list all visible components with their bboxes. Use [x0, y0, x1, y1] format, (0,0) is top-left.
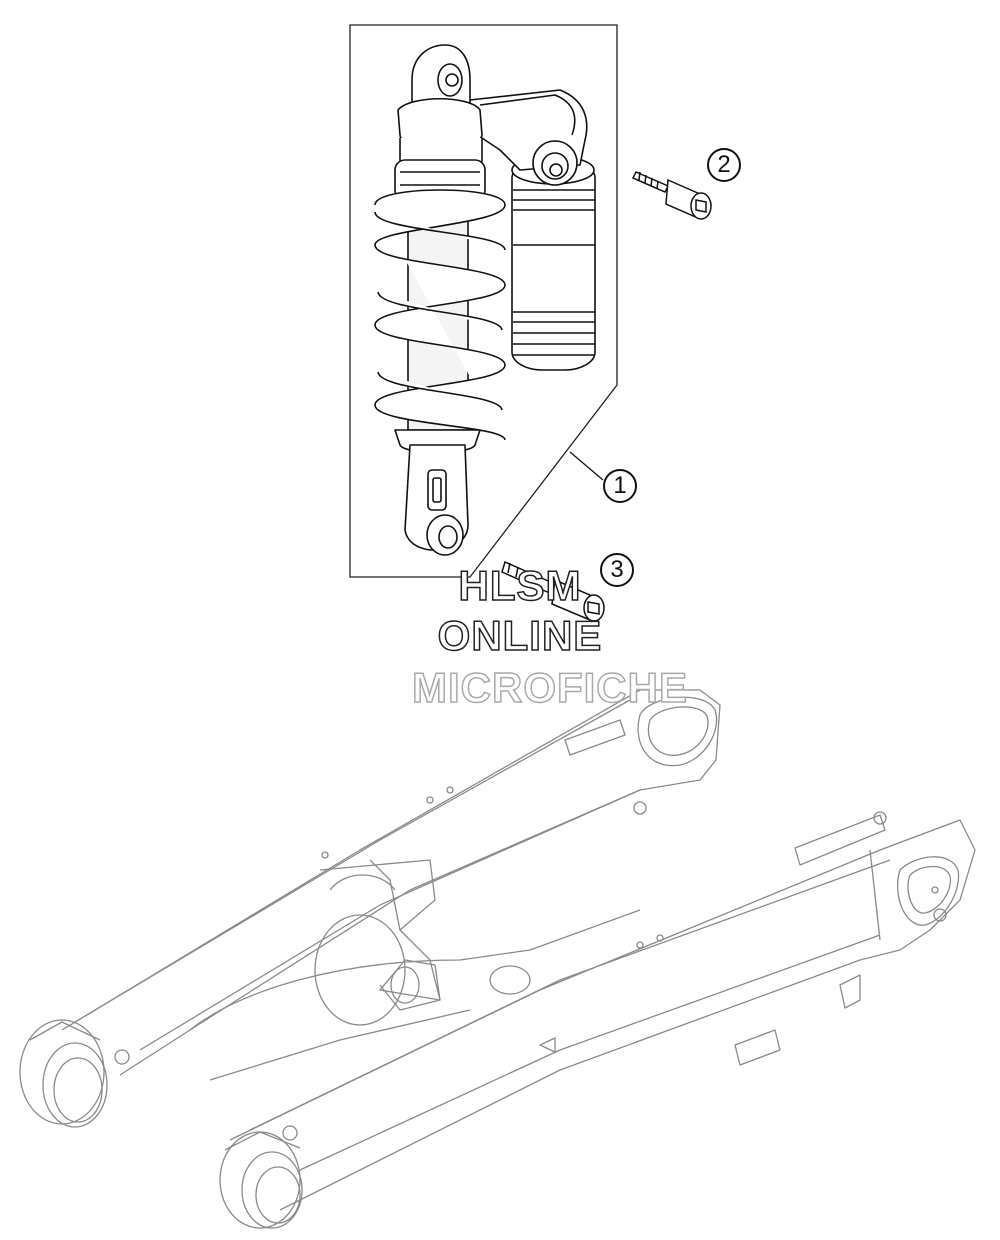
watermark-line-1: HLSM — [458, 561, 582, 610]
watermark-line-3: MICROFICHE — [411, 663, 688, 712]
shock-absorber[interactable] — [374, 44, 596, 556]
bolt-2[interactable] — [631, 171, 712, 220]
watermark-line-2: ONLINE — [437, 611, 603, 660]
bolt-3[interactable] — [501, 560, 605, 622]
leader-line-1 — [569, 451, 604, 481]
callout-1[interactable]: 1 — [603, 469, 637, 503]
callout-3[interactable]: 3 — [600, 553, 634, 587]
swingarm — [19, 689, 976, 1229]
callout-2[interactable]: 2 — [707, 148, 741, 182]
part-group-frame — [349, 24, 618, 578]
